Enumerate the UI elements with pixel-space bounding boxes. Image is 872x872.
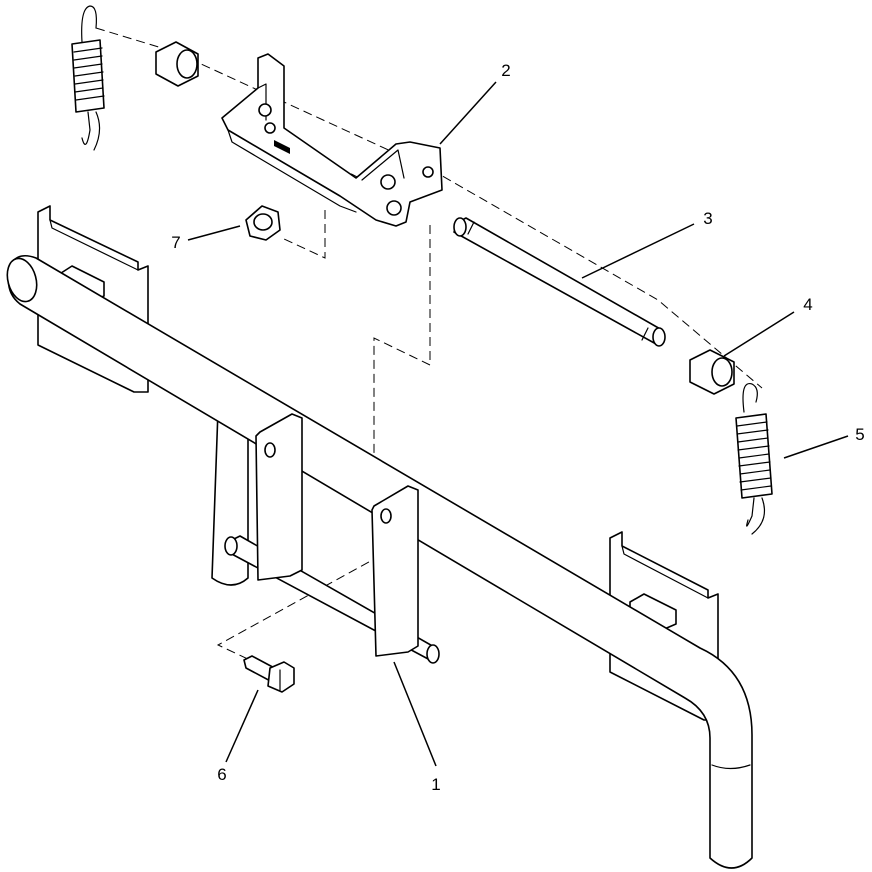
leader-1 [393,661,437,767]
leader-lines [187,81,849,767]
spring-left [71,5,105,151]
leader-5 [783,435,849,459]
leader-3 [581,223,695,279]
callout-1: 1 [431,775,440,794]
callout-4: 4 [803,295,812,314]
bolt [243,655,295,693]
callout-numbers: 1 2 3 4 5 6 7 [171,61,864,794]
callout-7: 7 [171,233,180,252]
callout-6: 6 [217,765,226,784]
bushing-right [689,349,735,395]
spring-right [735,382,773,535]
leader-2 [439,81,497,145]
bushing-left [155,41,199,87]
callout-2: 2 [501,61,510,80]
pivot-bracket-right [371,485,419,657]
shaft [453,217,666,347]
flange-nut [245,205,281,241]
pivot-bracket-left [255,413,303,581]
leader-6 [225,689,259,763]
callout-5: 5 [855,425,864,444]
callout-3: 3 [703,209,712,228]
leader-4 [723,311,795,357]
main-tube [6,254,753,869]
leader-7 [187,225,241,241]
bracket-assembly [221,53,443,227]
